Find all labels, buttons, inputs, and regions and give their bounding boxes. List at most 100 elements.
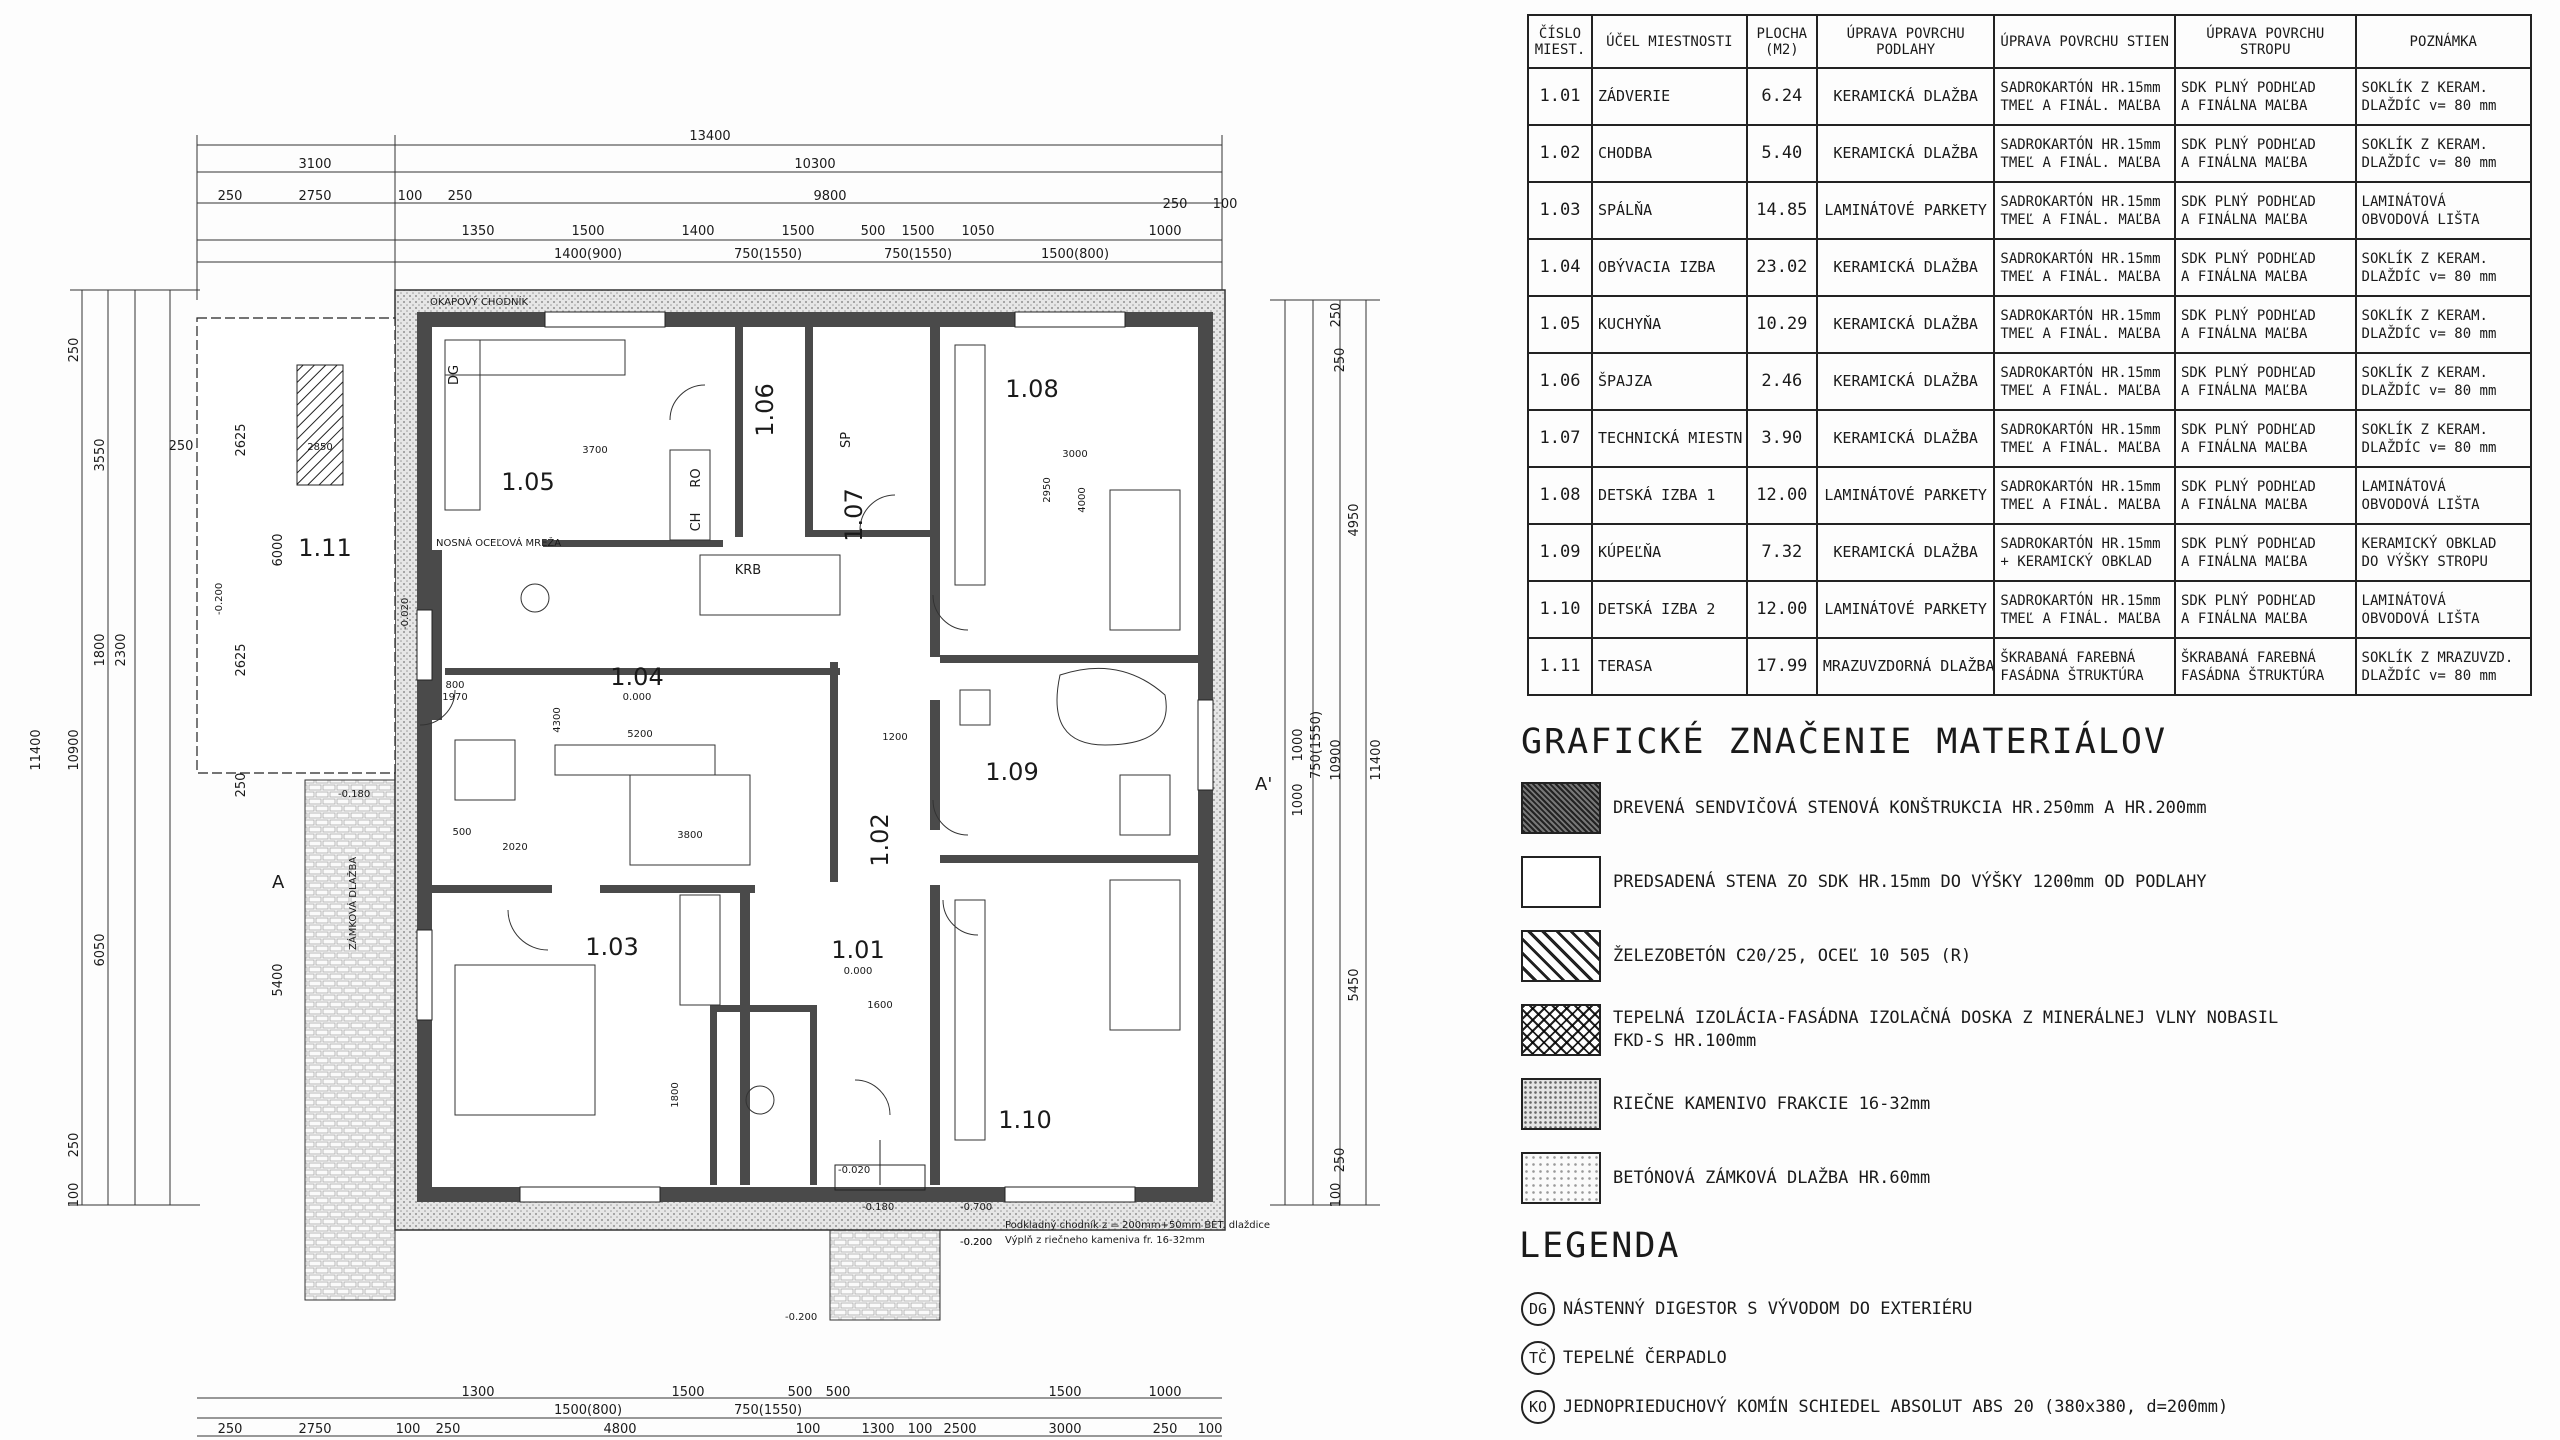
cell-line: SADROKARTÓN HR.15mm: [2000, 193, 2161, 210]
room-number: 1.05: [501, 468, 554, 496]
dimension-lines: [70, 135, 1380, 1437]
dim-text: 800: [445, 680, 464, 691]
dim-text: 3800: [677, 830, 702, 841]
cell-purpose: OBÝVACIA IZBA: [1590, 238, 1748, 297]
dim-text: 250: [1329, 303, 1344, 328]
dim-text: 4000: [1077, 487, 1088, 512]
cell-number: 1.09: [1527, 523, 1593, 582]
dim-text: 1000: [1291, 728, 1306, 761]
section-marks: A A': [272, 774, 1272, 893]
cell-purpose: ŠPAJZA: [1590, 352, 1748, 411]
table-row: 1.03 SPÁLŇA 14.85 LAMINÁTOVÉ PARKETY SAD…: [1527, 181, 2533, 240]
cell-line: SOKLÍK Z KERAM.: [2361, 136, 2488, 153]
dim-text: 1400: [681, 224, 714, 239]
legend-label: JEDNOPRIEDUCHOVÝ KOMÍN SCHIEDEL ABSOLUT …: [1563, 1397, 2229, 1417]
dim-text: 13400: [689, 129, 730, 144]
dim-text: 1970: [442, 692, 467, 703]
room-number: 1.11: [298, 534, 351, 562]
dim-text: 2300: [114, 633, 129, 666]
cell-line: SADROKARTÓN HR.15mm: [2000, 250, 2161, 267]
level-mark: -0.200: [214, 583, 225, 615]
cell-note: SOKLÍK Z KERAM.DLAŽDÍC v= 80 mm: [2354, 352, 2533, 411]
swatch-gravel: [1521, 1078, 1601, 1130]
dim-text: 2850: [307, 442, 332, 453]
cell-area: 10.29: [1745, 295, 1818, 354]
cell-note: SOKLÍK Z KERAM.DLAŽDÍC v= 80 mm: [2354, 67, 2533, 126]
table-header-row: ČÍSLO MIEST. ÚČEL MIESTNOSTI PLOCHA (m2)…: [1527, 14, 2533, 69]
level-mark: -0.180: [338, 789, 370, 800]
cell-number: 1.01: [1527, 67, 1593, 126]
dim-text: 500: [788, 1385, 813, 1400]
level-marks: -0.020 -0.200 -0.180 -0.020 -0.180 -0.70…: [214, 583, 992, 1323]
cell-line: SDK PLNÝ PODHĽAD: [2180, 478, 2316, 495]
cell-line: A FINÁLNA MAĽBA: [2180, 496, 2308, 513]
dim-text: 2500: [943, 1422, 976, 1437]
table-row: 1.05 KUCHYŇA 10.29 KERAMICKÁ DLAŽBA SADR…: [1527, 295, 2533, 354]
room-number: 1.10: [998, 1106, 1051, 1134]
cell-note: SOKLÍK Z KERAM.DLAŽDÍC v= 80 mm: [2354, 295, 2533, 354]
cell-line: OBVODOVÁ LIŠTA: [2361, 496, 2480, 513]
dim-text: 1500(800): [1041, 247, 1109, 262]
cell-floor: KERAMICKÁ DLAŽBA: [1815, 352, 1996, 411]
cell-floor: KERAMICKÁ DLAŽBA: [1815, 67, 1996, 126]
material-label: ŽELEZOBETÓN C20/25, OCEĽ 10 505 (R): [1613, 945, 1972, 966]
cell-line: OBVODOVÁ LIŠTA: [2361, 211, 2480, 228]
legend-row-ko: KO JEDNOPRIEDUCHOVÝ KOMÍN SCHIEDEL ABSOL…: [1521, 1390, 2228, 1424]
cell-floor: KERAMICKÁ DLAŽBA: [1815, 409, 1996, 468]
cell-area: 6.24: [1745, 67, 1818, 126]
dim-text: 100: [396, 1422, 421, 1437]
legend-badge: KO: [1521, 1390, 1555, 1424]
dim-text: 11400: [1369, 739, 1384, 780]
room-number: 1.01: [831, 936, 884, 964]
table-row: 1.11 TERASA 17.99 MRAZUVZDORNÁ DLAŽBA ŠK…: [1527, 637, 2533, 696]
material-row-paving: BETÓNOVÁ ZÁMKOVÁ DLAŽBA HR.60mm: [1521, 1152, 2303, 1204]
dim-text: 2950: [1042, 477, 1053, 502]
cell-line: DO VÝŠKY STROPU: [2361, 553, 2488, 570]
cell-line: DLAŽDÍC v= 80 mm: [2361, 268, 2497, 285]
room-level: 0.000: [844, 966, 873, 977]
dim-text: 500: [861, 224, 886, 239]
equipment-tags: CH RO KRB DG SP: [447, 365, 854, 578]
dim-text: 100: [1198, 1422, 1223, 1437]
dim-text: 1300: [461, 1385, 494, 1400]
cell-area: 7.32: [1745, 523, 1818, 582]
cell-line: SADROKARTÓN HR.15mm: [2000, 535, 2161, 552]
dim-text: 250: [1163, 197, 1188, 212]
material-row-wood: DREVENÁ SENDVIČOVÁ STENOVÁ KONŠTRUKCIA H…: [1521, 782, 2303, 834]
cell-line: TMEĽ A FINÁL. MAĽBA: [2000, 610, 2161, 627]
dim-text: 6050: [93, 933, 108, 966]
cell-line: DLAŽDÍC v= 80 mm: [2361, 154, 2497, 171]
dim-text: 500: [826, 1385, 851, 1400]
dim-text: 1200: [882, 732, 907, 743]
dim-text: 500: [452, 827, 471, 838]
table-row: 1.06 ŠPAJZA 2.46 KERAMICKÁ DLAŽBA SADROK…: [1527, 352, 2533, 411]
cell-line: A FINÁLNA MAĽBA: [2180, 154, 2308, 171]
dim-text: 250: [448, 189, 473, 204]
col-header-ceiling: ÚPRAVA POVRCHU STROPU: [2173, 14, 2357, 69]
legend-badge: TČ: [1521, 1341, 1555, 1375]
dim-text: 3000: [1062, 449, 1087, 460]
dim-text: 250: [169, 439, 194, 454]
windows: [416, 311, 1214, 1203]
cell-floor: LAMINÁTOVÉ PARKETY: [1815, 580, 1996, 639]
table-row: 1.02 CHODBA 5.40 KERAMICKÁ DLAŽBA SADROK…: [1527, 124, 2533, 183]
cell-walls: SADROKARTÓN HR.15mm+ KERAMICKÝ OBKLAD: [1993, 523, 2176, 582]
table-row: 1.04 OBÝVACIA IZBA 23.02 KERAMICKÁ DLAŽB…: [1527, 238, 2533, 297]
dim-text: 3550: [93, 438, 108, 471]
cell-line: SADROKARTÓN HR.15mm: [2000, 136, 2161, 153]
dim-text: 2750: [298, 189, 331, 204]
dim-text: 10300: [794, 157, 835, 172]
dim-text: 1050: [961, 224, 994, 239]
cell-note: SOKLÍK Z KERAM.DLAŽDÍC v= 80 mm: [2354, 124, 2533, 183]
cell-note: SOKLÍK Z MRAZUVZD.DLAŽDÍC v= 80 mm: [2354, 637, 2533, 696]
room-number: 1.09: [985, 758, 1038, 786]
